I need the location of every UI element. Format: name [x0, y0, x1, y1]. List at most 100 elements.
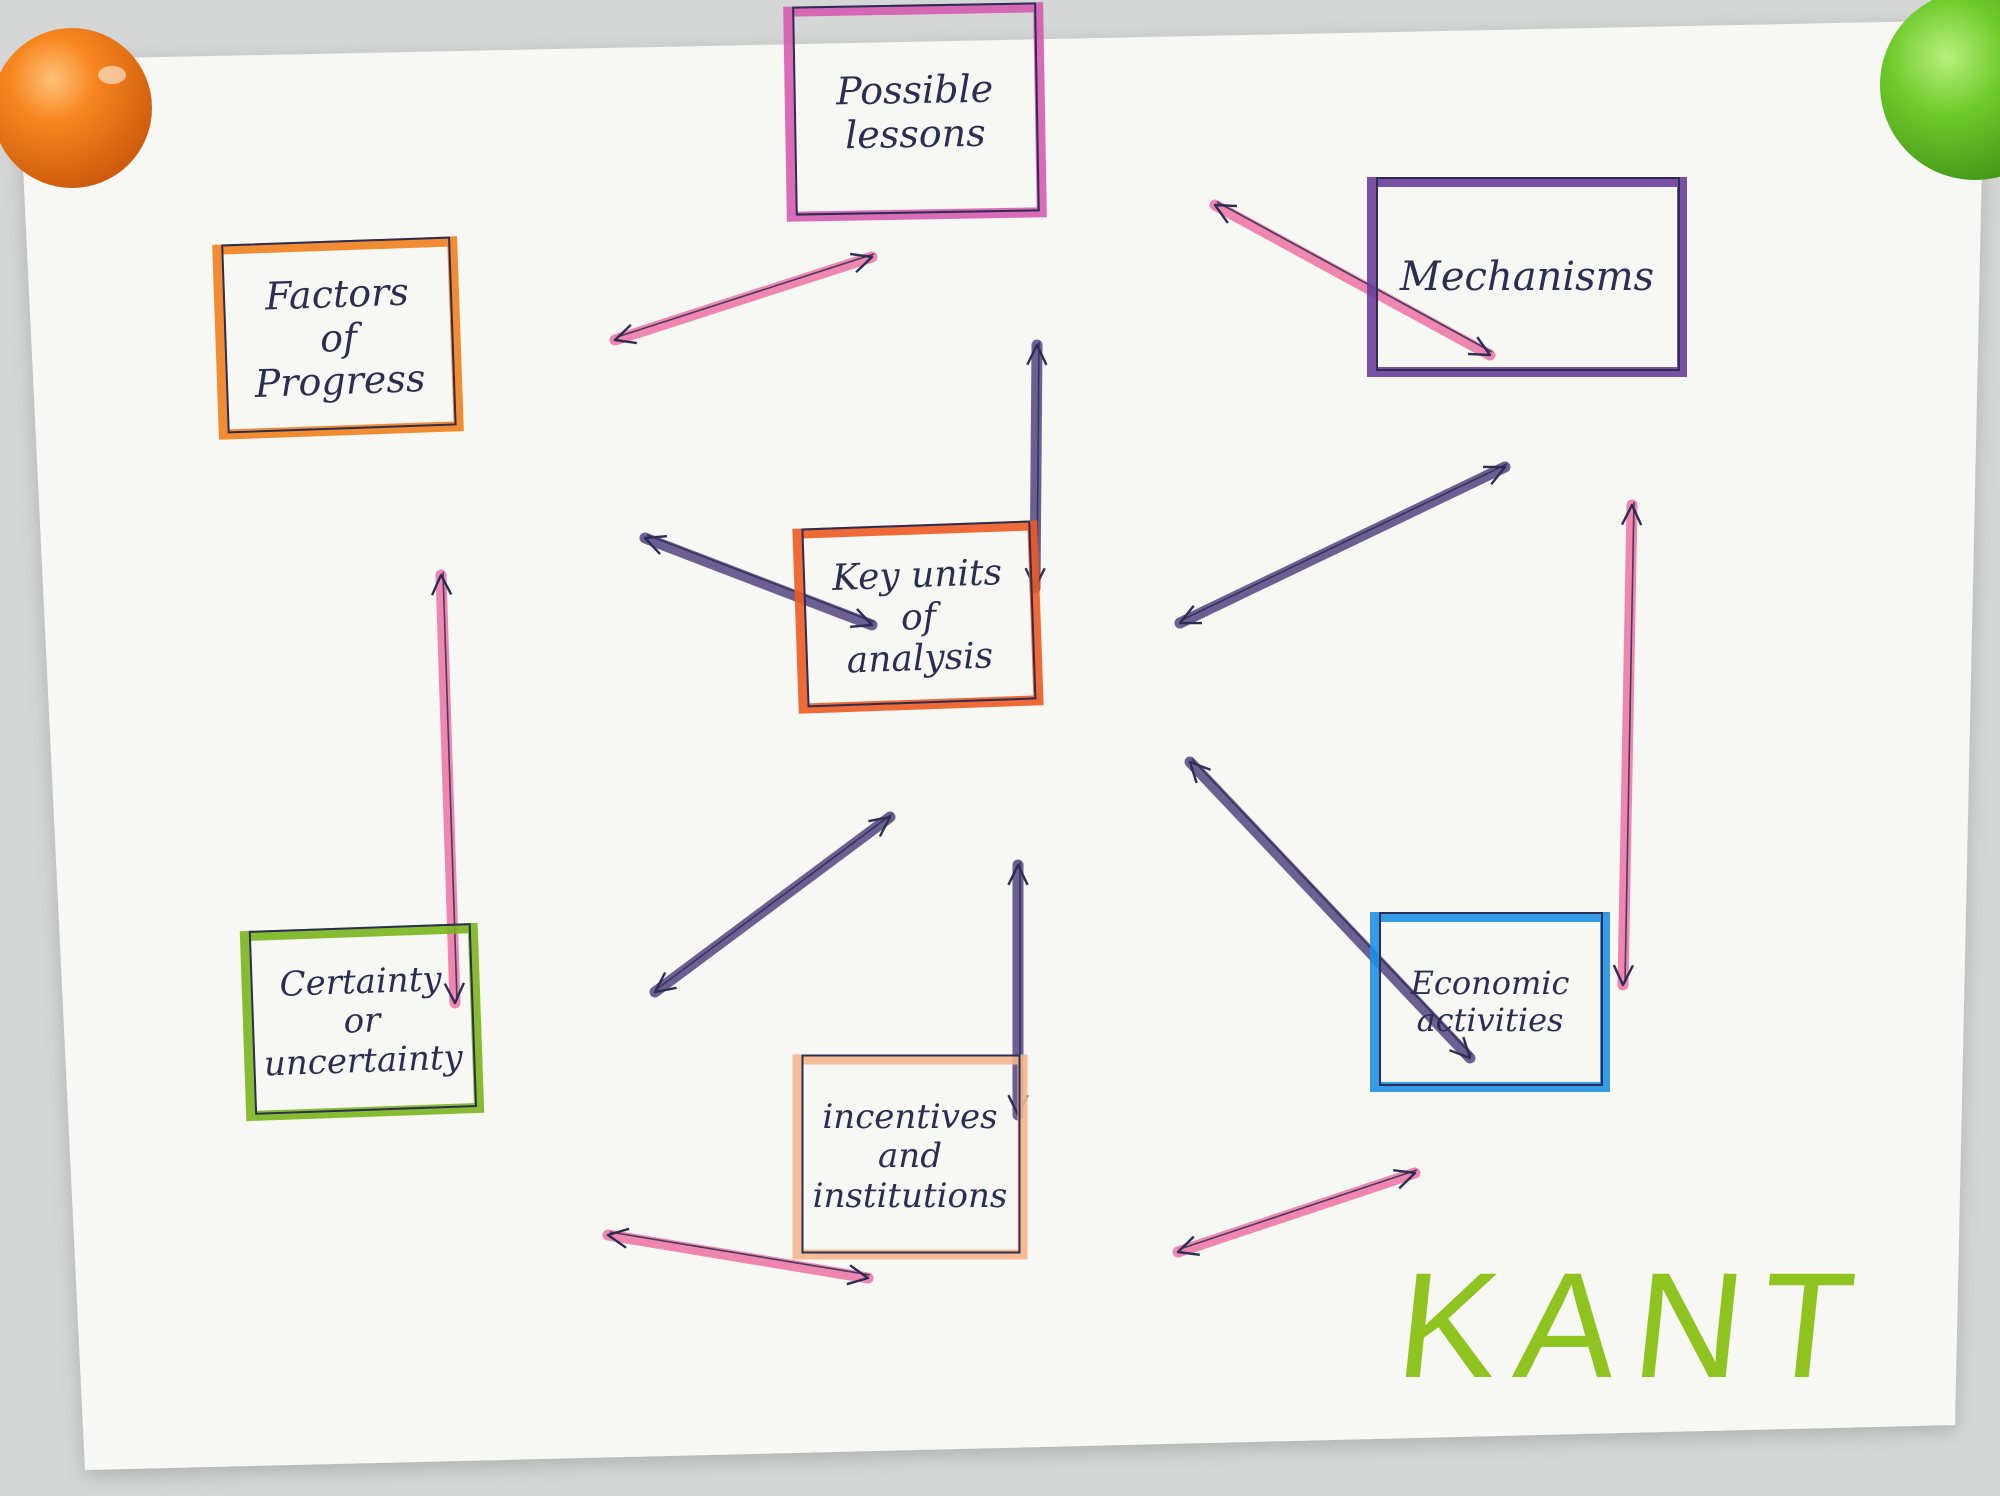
edge-factors-lessons — [609, 251, 878, 346]
node-label-line: analysis — [845, 635, 994, 682]
node-economic — [1370, 912, 1610, 1092]
node-label-line: of — [318, 314, 358, 360]
arrowhead-end-icon — [1393, 1168, 1417, 1190]
arrowhead-end-icon — [653, 971, 677, 994]
edge-key-economic — [1184, 756, 1476, 1064]
node-crayon-border — [792, 1054, 1028, 1260]
node-label-line: and — [878, 1136, 942, 1177]
arrowhead-end-icon — [1178, 605, 1203, 625]
arrowhead-start-icon — [1482, 465, 1507, 485]
edge-mechanisms-lessons — [1209, 199, 1496, 361]
arrowhead-start-icon — [613, 323, 637, 345]
node-pen-border — [801, 520, 1037, 708]
node-key — [792, 520, 1044, 714]
node-lessons — [783, 2, 1047, 222]
edge-crayon-stroke — [1617, 499, 1638, 991]
arrowhead-start-icon — [1467, 336, 1492, 357]
arrowhead-start-icon — [846, 1264, 870, 1286]
edge-crayon-stroke — [649, 811, 896, 998]
edge-mechanisms-economic — [1612, 499, 1643, 991]
edge-crayon-stroke — [1172, 1167, 1421, 1258]
arrowhead-end-icon — [849, 608, 874, 629]
node-label-mechanisms: Mechanisms — [1380, 190, 1674, 364]
node-mechanisms — [1367, 177, 1687, 377]
node-crayon-border — [1367, 177, 1687, 377]
arrowhead-start-icon — [1007, 863, 1029, 886]
node-crayon-border — [239, 922, 485, 1122]
node-crayon-border — [783, 2, 1047, 222]
edge-pen-stroke — [1179, 1169, 1418, 1250]
nodes-layer — [212, 2, 1687, 1260]
node-label-line: incentives — [822, 1097, 998, 1138]
node-pen-border — [248, 923, 478, 1115]
edge-key-certainty — [649, 811, 896, 998]
edge-pen-stroke — [1191, 758, 1473, 1056]
node-label-line: lessons — [844, 109, 986, 157]
edge-mechanisms-key — [1174, 461, 1511, 629]
node-label-line: uncertainty — [263, 1037, 464, 1084]
edge-crayon-stroke — [1209, 199, 1496, 361]
edge-pen-stroke — [616, 253, 875, 338]
node-label-line: Mechanisms — [1399, 254, 1655, 300]
arrowhead-start-icon — [1188, 760, 1211, 784]
node-crayon-border — [212, 236, 464, 440]
node-label-line: of — [899, 595, 937, 638]
arrowhead-start-icon — [1620, 503, 1643, 526]
arrowhead-end-icon — [1449, 1036, 1472, 1060]
arrowhead-start-icon — [1026, 343, 1048, 366]
node-pen-border — [1376, 177, 1680, 371]
node-label-line: Key units — [830, 551, 1003, 599]
arrowhead-start-icon — [430, 573, 453, 596]
edge-incentives-certainty — [602, 1227, 874, 1286]
node-pen-border — [792, 2, 1040, 216]
edge-pen-stroke — [1216, 201, 1493, 353]
edge-pen-stroke — [656, 813, 893, 990]
edge-pen-stroke — [609, 1231, 871, 1276]
edge-incentives-economic — [1172, 1167, 1421, 1258]
node-crayon-border — [1370, 912, 1610, 1092]
arrowhead-end-icon — [850, 252, 874, 274]
arrowhead-start-icon — [868, 815, 892, 838]
node-incentives — [792, 1054, 1028, 1260]
node-label-line: Certainty — [278, 959, 443, 1006]
node-label-line: Economic — [1410, 964, 1570, 1003]
orange-magnet-highlight — [98, 66, 126, 84]
node-label-line: activities — [1416, 1001, 1564, 1039]
node-label-line: Factors — [263, 269, 409, 318]
node-label-line: Progress — [253, 355, 426, 406]
node-label-line: Possible — [835, 65, 994, 113]
node-pen-border — [801, 1054, 1021, 1254]
arrowhead-end-icon — [606, 1227, 630, 1249]
arrowhead-end-icon — [1213, 203, 1238, 224]
node-label-line: or — [342, 1000, 382, 1043]
node-factors — [212, 236, 464, 440]
edge-crayon-stroke — [1184, 756, 1476, 1064]
edge-crayon-stroke — [602, 1229, 874, 1284]
edge-crayon-stroke — [639, 532, 878, 631]
node-pen-border — [221, 236, 457, 434]
arrowhead-start-icon — [643, 534, 668, 555]
green-magnet-icon — [1880, 0, 2000, 180]
paper-sheet — [18, 20, 1985, 1470]
node-label-line: institutions — [812, 1175, 1008, 1216]
arrowhead-end-icon — [1612, 964, 1635, 987]
node-certainty — [239, 922, 485, 1122]
edge-crayon-stroke — [609, 251, 878, 346]
arrowhead-end-icon — [443, 982, 466, 1005]
edge-pen-stroke — [1624, 501, 1635, 983]
node-crayon-border — [792, 520, 1044, 714]
edge-pen-stroke — [1181, 463, 1508, 621]
edge-crayon-stroke — [1174, 461, 1511, 629]
signature-text: KANT — [1390, 1240, 1880, 1409]
edge-factors-key — [639, 532, 878, 631]
node-pen-border — [1379, 912, 1603, 1086]
edge-pen-stroke — [646, 534, 875, 623]
arrowhead-start-icon — [1176, 1235, 1200, 1257]
